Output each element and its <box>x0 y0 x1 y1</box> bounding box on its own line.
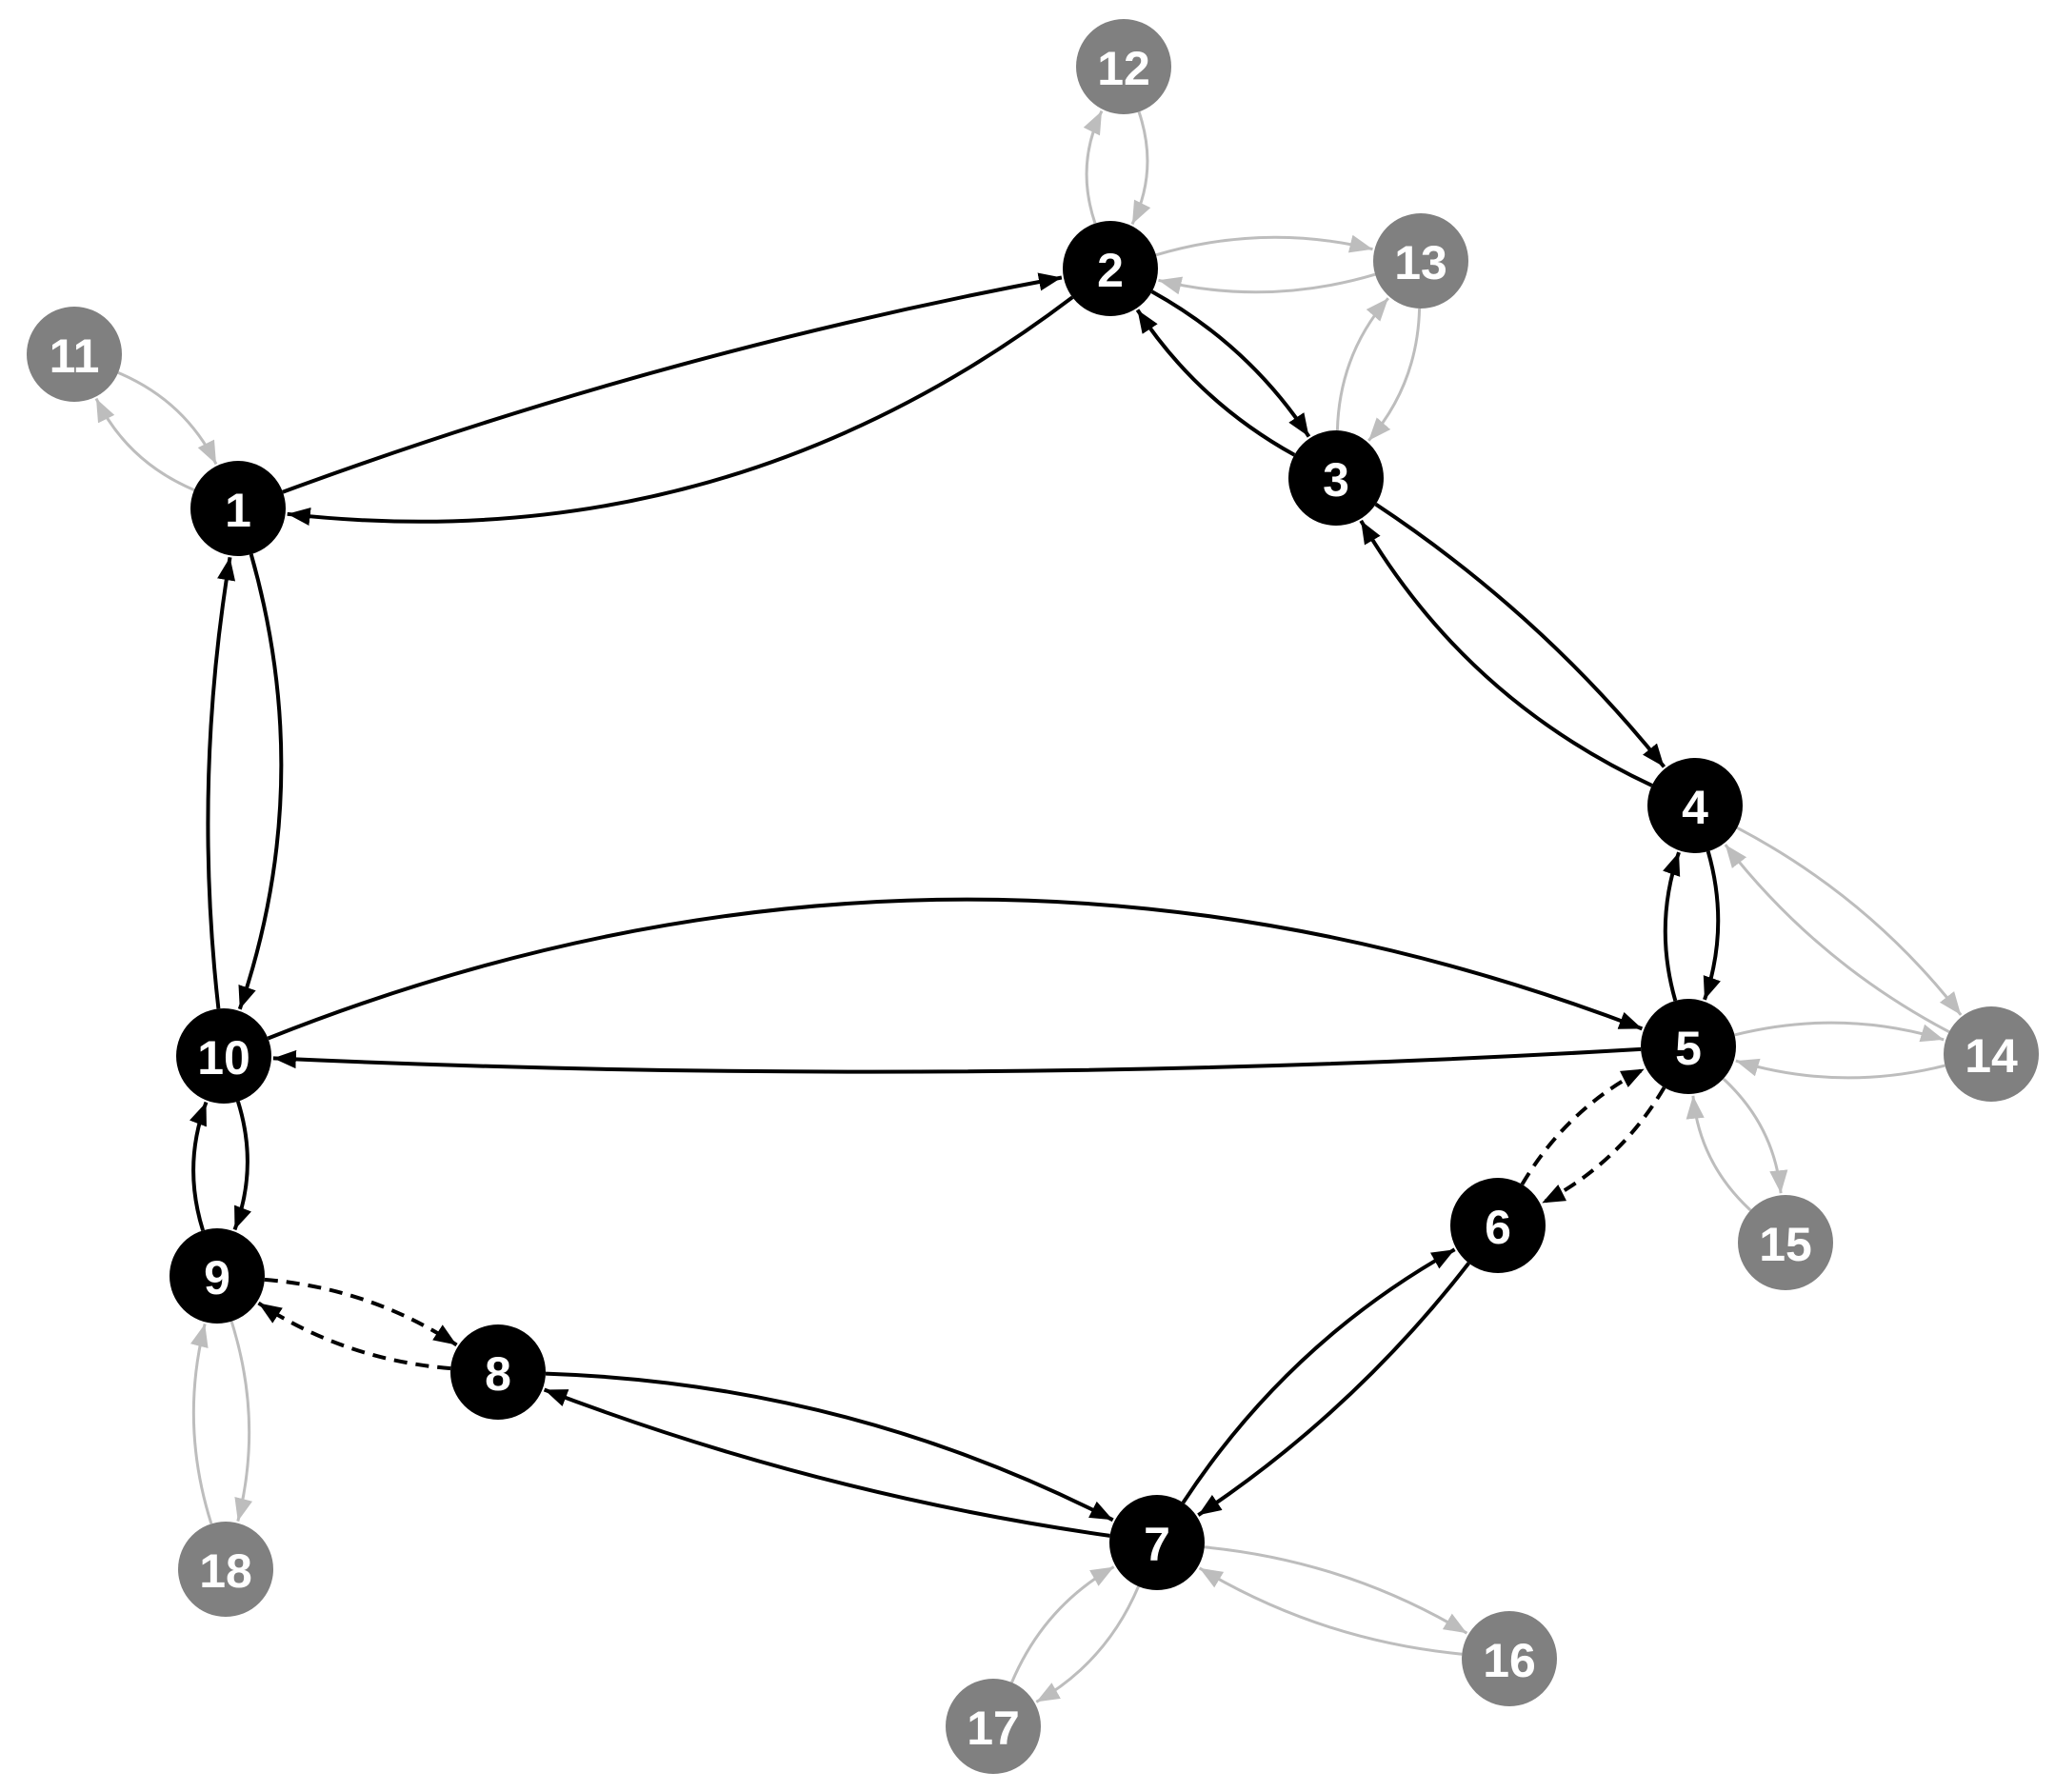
node-18-circle <box>178 1522 273 1617</box>
node-3-circle <box>1288 430 1384 526</box>
node-12-circle <box>1076 19 1171 114</box>
edge-16-to-7 <box>1198 1566 1463 1656</box>
node-5: 5 <box>1641 999 1736 1094</box>
node-7: 7 <box>1109 1495 1205 1590</box>
edge-4-to-3 <box>1359 519 1653 787</box>
node-14-label: 14 <box>1965 1029 2018 1083</box>
edge-7-to-6 <box>1181 1247 1456 1504</box>
edge-5-to-14 <box>1734 1021 1945 1043</box>
node-8: 8 <box>450 1324 546 1420</box>
node-1-circle <box>190 461 286 556</box>
node-11: 11 <box>27 307 122 402</box>
node-9-circle <box>170 1228 265 1324</box>
node-17-circle <box>946 1679 1041 1774</box>
node-7-label: 7 <box>1144 1518 1170 1571</box>
node-12: 12 <box>1076 19 1171 114</box>
edge-4-to-14 <box>1736 826 1963 1016</box>
edge-13-to-3 <box>1367 308 1422 442</box>
edge-2-to-12 <box>1083 110 1104 225</box>
node-11-circle <box>27 307 122 402</box>
node-4-circle <box>1647 758 1743 853</box>
node-13-circle <box>1373 213 1468 309</box>
node-5-label: 5 <box>1675 1022 1702 1075</box>
edge-3-to-2 <box>1135 309 1296 457</box>
edge-6-to-5 <box>1520 1066 1646 1185</box>
edge-10-to-5 <box>267 897 1644 1041</box>
edge-5-to-10 <box>272 1046 1642 1074</box>
edge-13-to-2 <box>1158 272 1376 295</box>
node-2-circle <box>1063 221 1158 316</box>
edge-9-to-10 <box>189 1101 209 1231</box>
edge-8-to-9 <box>257 1301 451 1371</box>
edge-9-to-8 <box>264 1277 458 1347</box>
edge-11-to-1 <box>117 371 218 466</box>
node-17: 17 <box>946 1679 1041 1774</box>
node-8-circle <box>450 1324 546 1420</box>
edge-15-to-5 <box>1686 1095 1752 1212</box>
node-2-label: 2 <box>1097 244 1124 297</box>
edge-3-to-13 <box>1335 297 1389 431</box>
edge-10-to-1 <box>206 556 236 1009</box>
edge-3-to-4 <box>1374 502 1666 768</box>
node-9: 9 <box>170 1228 265 1324</box>
edge-9-to-18 <box>229 1321 253 1522</box>
node-18: 18 <box>178 1522 273 1617</box>
edge-2-to-1 <box>287 295 1074 527</box>
edge-17-to-7 <box>1010 1565 1115 1683</box>
edge-10-to-9 <box>232 1101 252 1231</box>
node-10-label: 10 <box>197 1031 250 1085</box>
node-4-label: 4 <box>1682 781 1708 834</box>
node-5-circle <box>1641 999 1736 1094</box>
edge-4-to-5 <box>1703 850 1721 1001</box>
node-3-label: 3 <box>1323 453 1349 507</box>
edge-5-to-6 <box>1541 1086 1666 1205</box>
node-18-label: 18 <box>199 1544 252 1598</box>
edge-14-to-4 <box>1724 844 1950 1034</box>
node-11-label: 11 <box>50 329 100 383</box>
node-4: 4 <box>1647 758 1743 853</box>
node-17-label: 17 <box>967 1702 1020 1755</box>
node-6-label: 6 <box>1485 1201 1511 1254</box>
edge-5-to-15 <box>1722 1077 1788 1194</box>
edges-layer <box>94 110 1963 1703</box>
edge-8-to-7 <box>545 1371 1114 1523</box>
node-3: 3 <box>1288 430 1384 526</box>
node-16: 16 <box>1462 1611 1557 1706</box>
node-13-label: 13 <box>1394 236 1447 289</box>
node-10-circle <box>176 1008 271 1104</box>
node-13: 13 <box>1373 213 1468 309</box>
node-16-circle <box>1462 1611 1557 1706</box>
node-8-label: 8 <box>485 1347 511 1401</box>
node-14: 14 <box>1944 1006 2039 1102</box>
node-15-label: 15 <box>1759 1218 1812 1271</box>
edge-12-to-2 <box>1130 110 1151 226</box>
node-1-label: 1 <box>225 484 251 537</box>
node-15-circle <box>1738 1195 1833 1290</box>
node-14-circle <box>1944 1006 2039 1102</box>
edge-6-to-7 <box>1197 1262 1470 1517</box>
edge-1-to-2 <box>282 272 1063 494</box>
node-6-circle <box>1450 1178 1546 1273</box>
edge-1-to-10 <box>237 553 284 1010</box>
edge-5-to-4 <box>1663 851 1681 1002</box>
node-1: 1 <box>190 461 286 556</box>
edge-1-to-11 <box>94 397 195 491</box>
edge-2-to-13 <box>1155 234 1373 257</box>
node-12-label: 12 <box>1097 42 1150 95</box>
edge-18-to-9 <box>190 1324 213 1524</box>
node-16-label: 16 <box>1483 1634 1536 1687</box>
node-6: 6 <box>1450 1178 1546 1273</box>
node-9-label: 9 <box>204 1251 230 1304</box>
edge-2-to-3 <box>1150 289 1311 438</box>
node-15: 15 <box>1738 1195 1833 1290</box>
edge-14-to-5 <box>1735 1058 1945 1080</box>
node-2: 2 <box>1063 221 1158 316</box>
edge-7-to-8 <box>543 1387 1110 1538</box>
edge-7-to-16 <box>1204 1545 1468 1635</box>
node-7-circle <box>1109 1495 1205 1590</box>
edge-7-to-17 <box>1035 1585 1140 1703</box>
node-10: 10 <box>176 1008 271 1104</box>
